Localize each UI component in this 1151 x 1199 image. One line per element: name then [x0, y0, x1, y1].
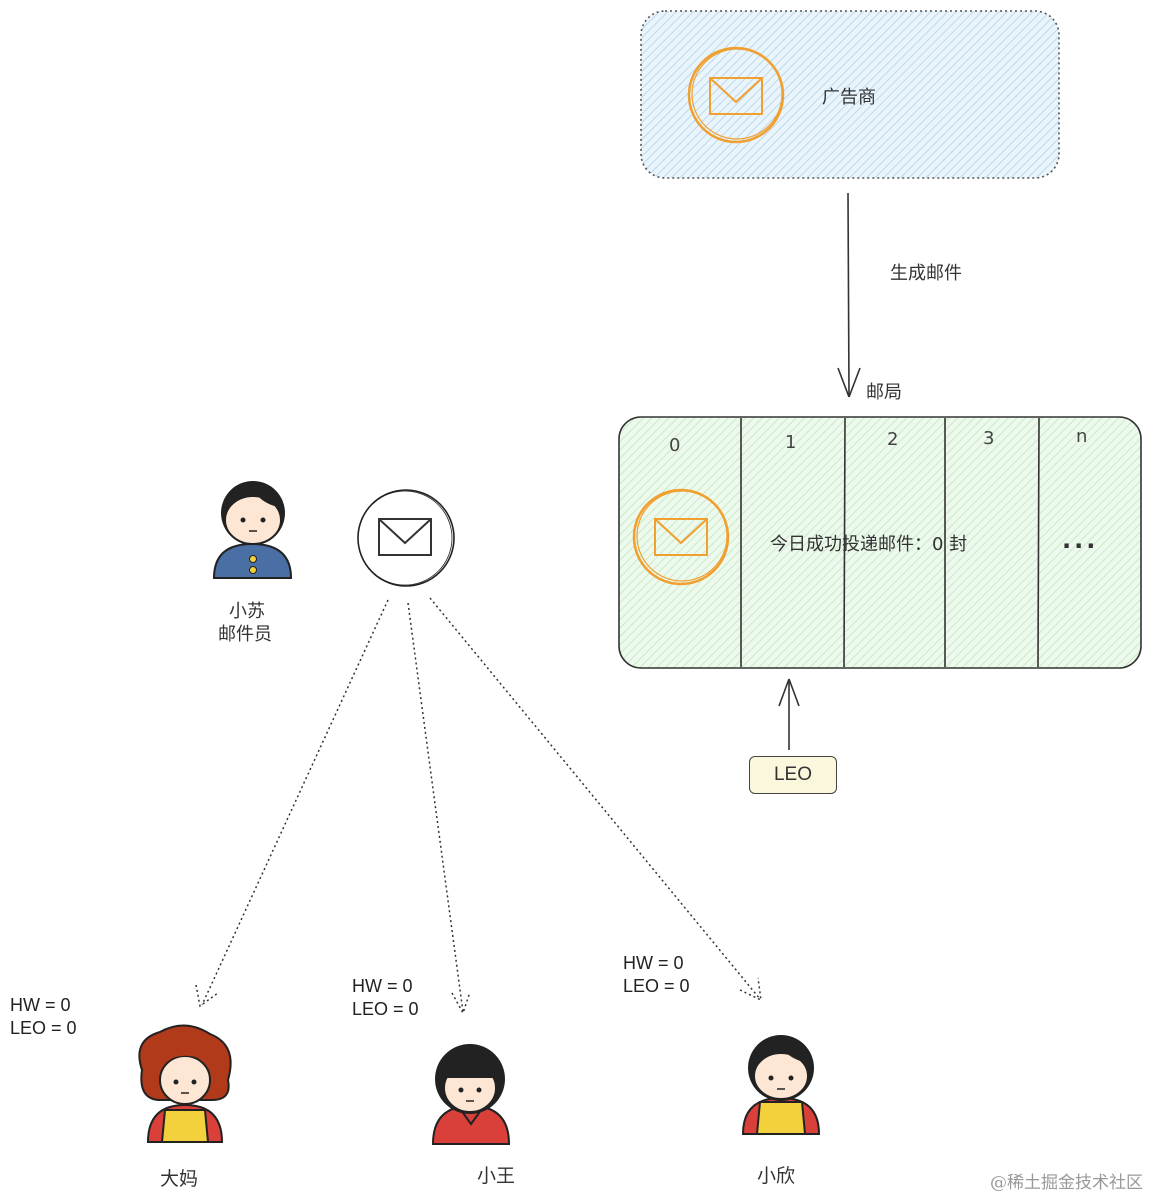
advertiser-node	[640, 10, 1060, 179]
dama-hw: HW = 0	[10, 995, 71, 1015]
cell-divider	[843, 417, 846, 668]
leo-marker-box: LEO	[749, 756, 837, 794]
delivered-count-text: 今日成功投递邮件：0 封	[770, 534, 968, 555]
arrow-to-dama	[201, 599, 389, 1006]
arrow-to-xiaoxin	[429, 597, 761, 1000]
advertiser-label: 广告商	[822, 87, 876, 108]
delivery-arrows	[195, 597, 762, 1015]
xiaowang-person-icon	[431, 1044, 511, 1145]
postman-role: 邮件员	[218, 624, 272, 645]
cell-ellipsis: ...	[1062, 526, 1099, 554]
post-office-label: 邮局	[866, 382, 902, 403]
cell-divider	[1037, 417, 1040, 668]
arrow-to-xiaowang	[407, 602, 464, 1013]
generate-mail-label: 生成邮件	[890, 263, 962, 284]
cell-3-index: 3	[983, 428, 995, 449]
xiaowang-hw: HW = 0	[352, 976, 413, 996]
xiaowang-name: 小王	[477, 1165, 516, 1187]
cell-n-index: n	[1076, 426, 1088, 447]
postman-name: 小苏	[229, 601, 265, 622]
delivery-mail-icon	[357, 489, 455, 587]
xiaoxin-leo: LEO = 0	[623, 976, 690, 996]
post-office-node	[618, 416, 1142, 669]
xiaowang-leo: LEO = 0	[352, 999, 419, 1019]
cell-1-index: 1	[785, 432, 797, 453]
xiaoxin-name: 小欣	[757, 1165, 796, 1187]
cell-2-index: 2	[887, 429, 899, 450]
leo-pointer-arrow	[778, 678, 800, 750]
watermark-text: @稀土掘金技术社区	[990, 1173, 1143, 1193]
dama-name: 大妈	[160, 1168, 199, 1190]
cell-0-mail-icon	[632, 488, 730, 586]
xiaoxin-person-icon	[741, 1035, 821, 1135]
advertiser-mail-icon	[687, 46, 785, 144]
dama-person-icon	[138, 1024, 232, 1143]
dama-leo: LEO = 0	[10, 1018, 77, 1038]
cell-0-index: 0	[669, 435, 681, 456]
generate-mail-arrow	[837, 192, 861, 398]
xiaoxin-hw: HW = 0	[623, 953, 684, 973]
postman-person-icon	[212, 481, 293, 579]
